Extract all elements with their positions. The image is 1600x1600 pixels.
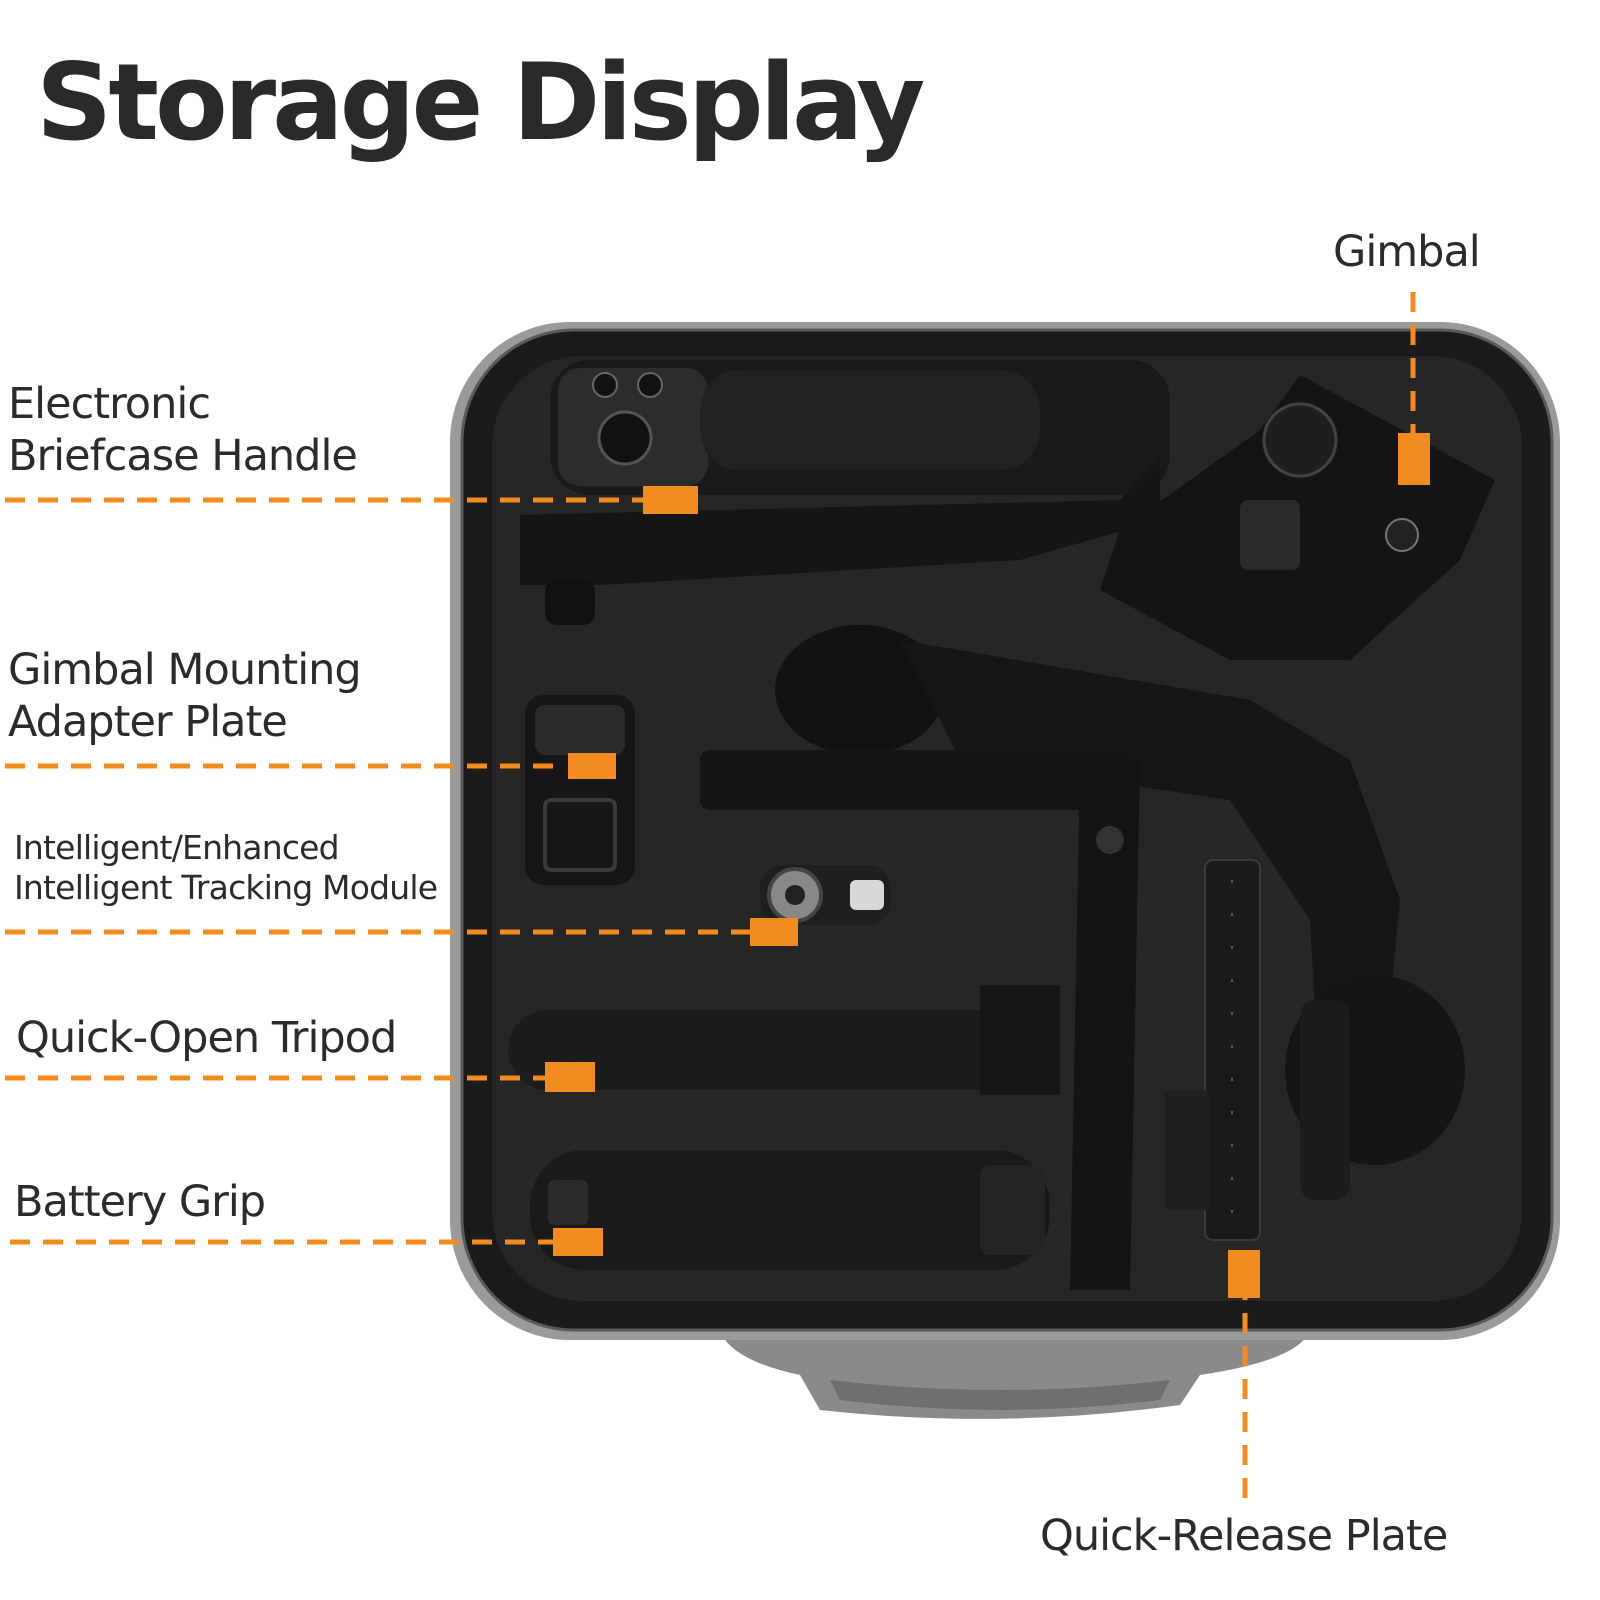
marker-release (1228, 1250, 1260, 1298)
leader-lines (5, 292, 1416, 1510)
label-tracking-line2: Intelligent Tracking Module (14, 868, 438, 908)
marker-battery (553, 1228, 603, 1256)
tracking-module-item (760, 865, 890, 925)
label-gimbal: Gimbal (1333, 226, 1481, 278)
label-adapter-line2: Adapter Plate (8, 697, 288, 748)
page-title: Storage Display (36, 41, 925, 164)
label-adapter: Gimbal Mounting Adapter Plate (8, 644, 362, 749)
label-handle-line2: Briefcase Handle (8, 431, 358, 482)
label-tracking-line1: Intelligent/Enhanced (14, 828, 340, 867)
label-release-text: Quick-Release Plate (1040, 1511, 1448, 1561)
marker-tracking (750, 918, 798, 946)
label-release: Quick-Release Plate (1040, 1510, 1448, 1562)
briefcase-handle-item (520, 360, 1170, 625)
label-adapter-line1: Gimbal Mounting (8, 645, 362, 695)
label-battery: Battery Grip (14, 1176, 266, 1228)
label-handle-line1: Electronic (8, 379, 211, 429)
quick-release-plate-item (1165, 859, 1261, 1241)
label-tracking: Intelligent/Enhanced Intelligent Trackin… (14, 828, 438, 909)
label-tripod: Quick-Open Tripod (16, 1012, 397, 1064)
marker-handle (643, 486, 698, 514)
battery-grip-item (530, 1150, 1050, 1270)
label-tripod-text: Quick-Open Tripod (16, 1013, 397, 1063)
adapter-plate-item (525, 695, 635, 885)
marker-gimbal (1398, 433, 1430, 485)
tripod-item (508, 985, 1060, 1095)
label-handle: Electronic Briefcase Handle (8, 378, 358, 483)
marker-adapter (568, 753, 616, 779)
case-carry-handle (720, 1330, 1310, 1419)
label-battery-text: Battery Grip (14, 1177, 266, 1227)
gimbal-item (1100, 375, 1495, 660)
gimbal-arm (700, 625, 1465, 1290)
label-gimbal-text: Gimbal (1333, 227, 1481, 277)
markers (545, 433, 1430, 1298)
marker-tripod (545, 1062, 595, 1092)
